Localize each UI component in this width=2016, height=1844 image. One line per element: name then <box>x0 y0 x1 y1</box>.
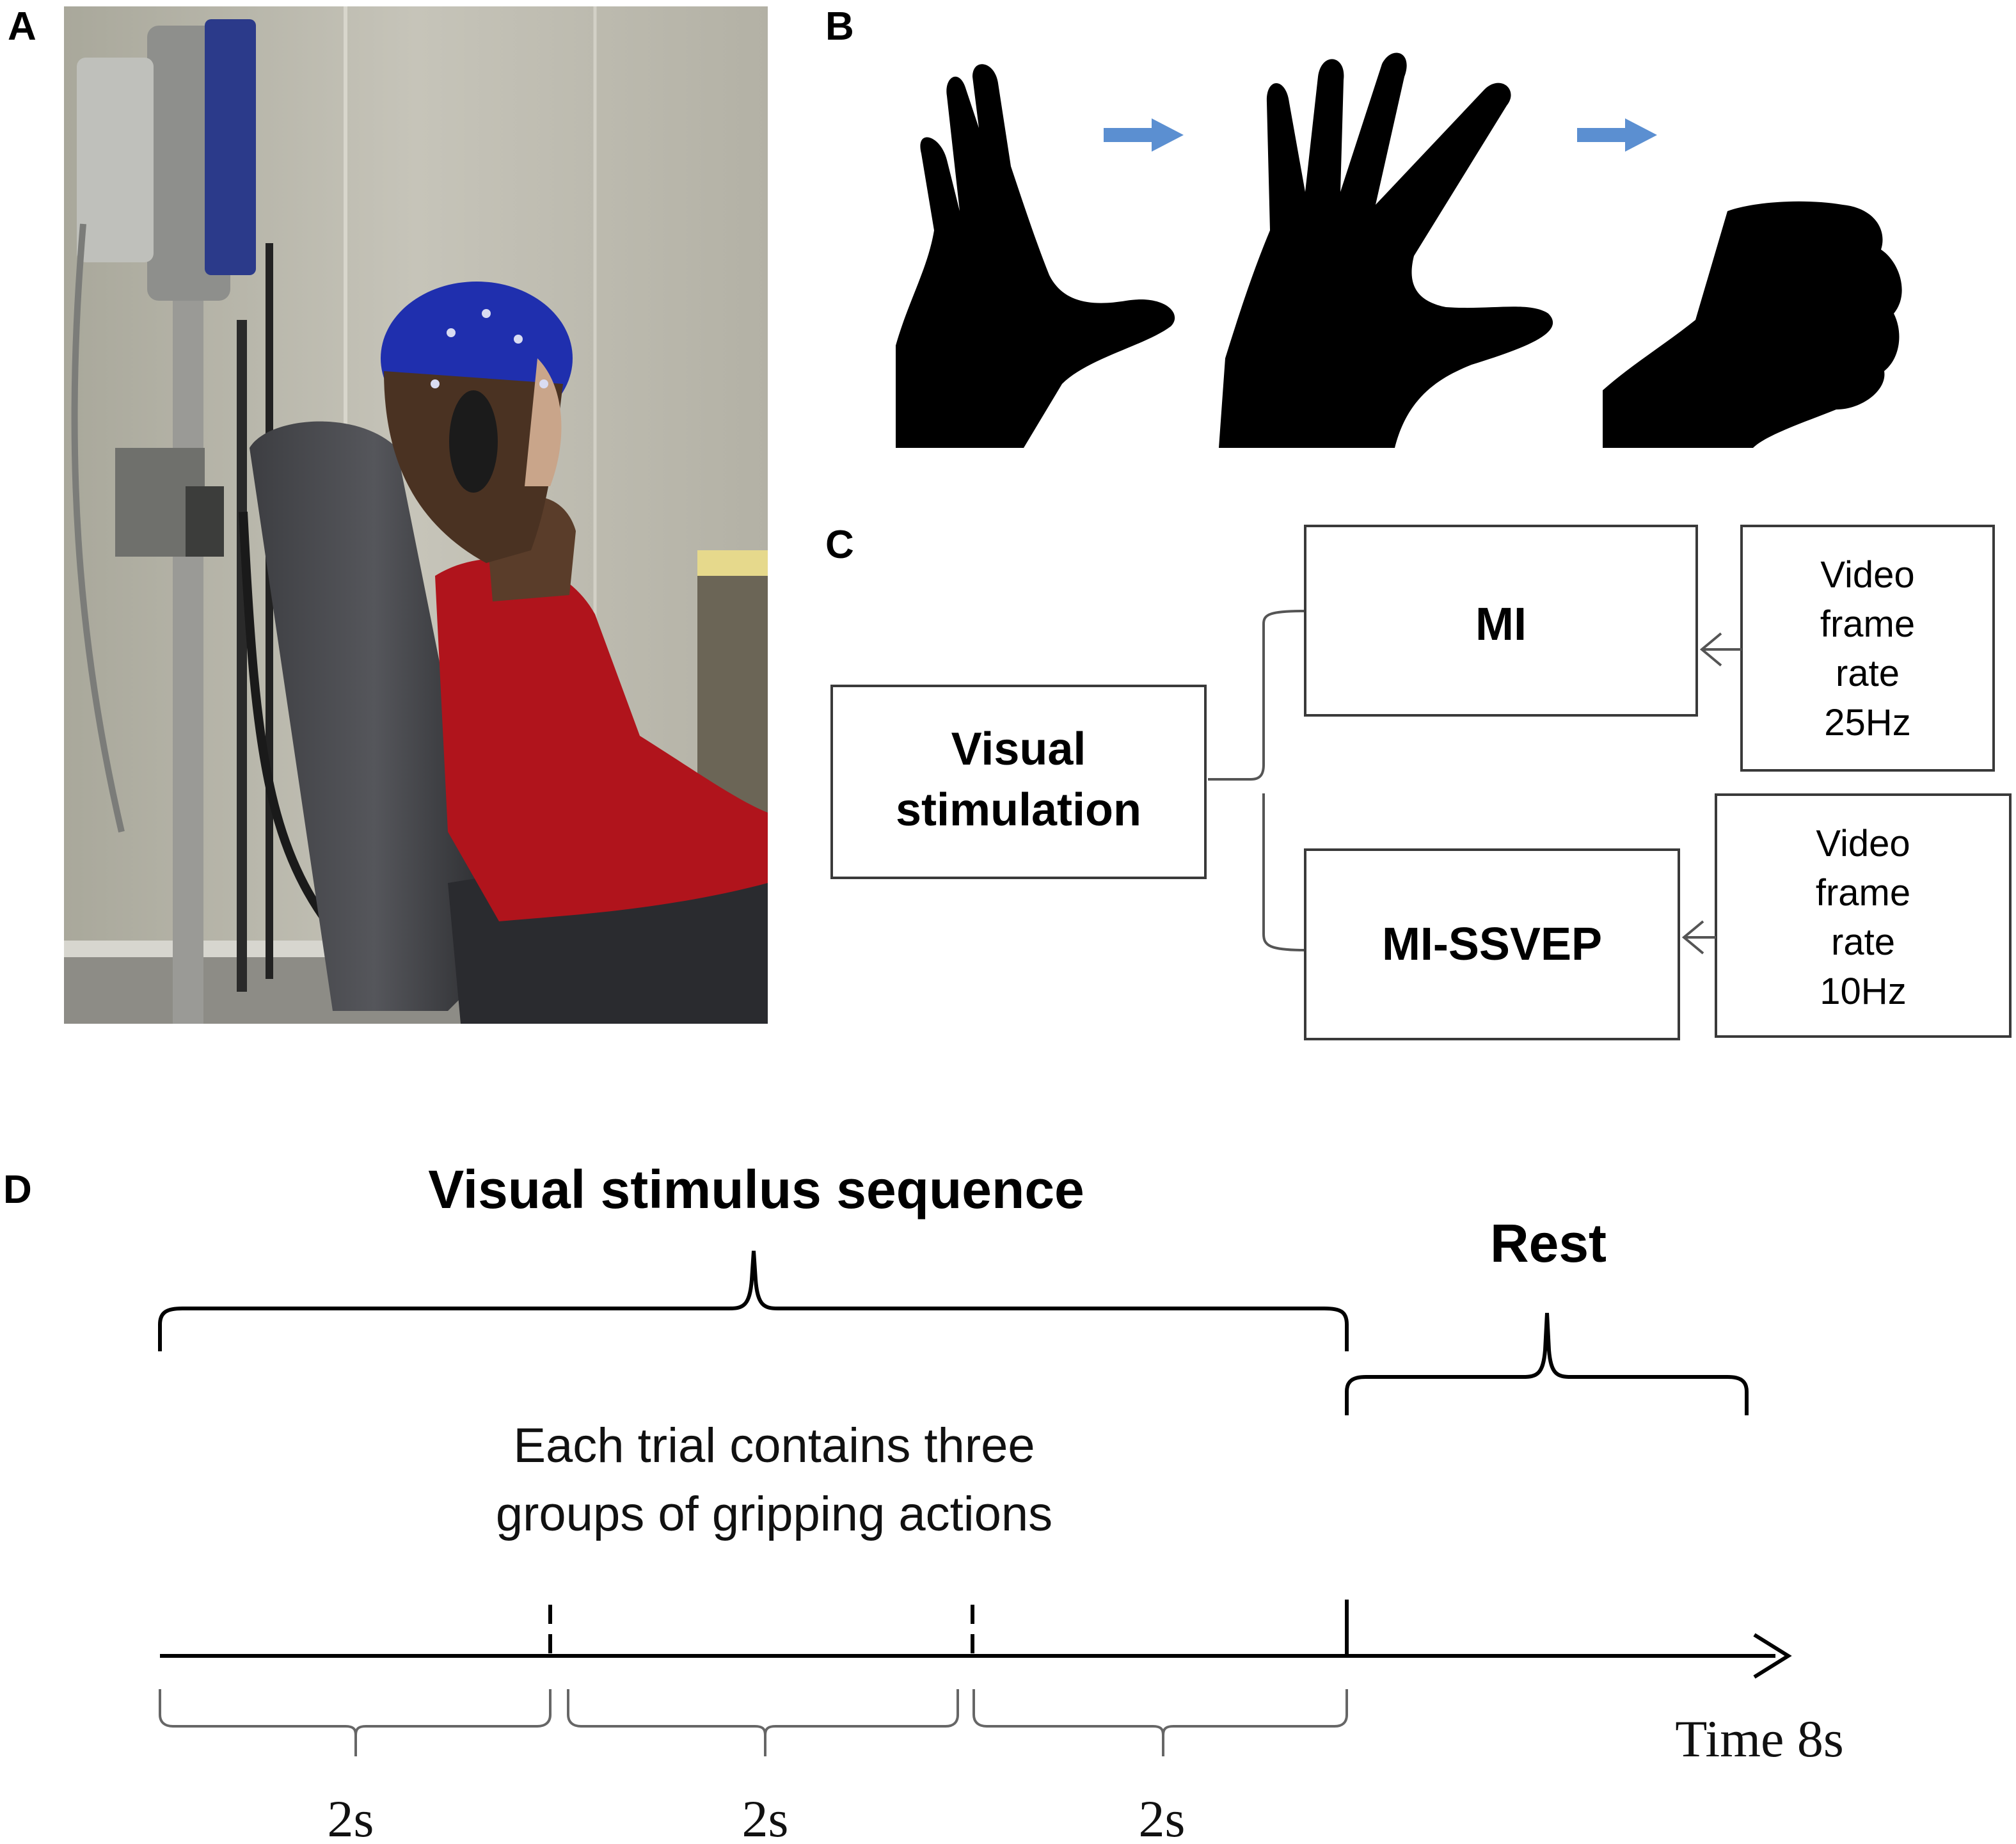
hand-sequence <box>896 52 1902 449</box>
trial-note-line-1: Each trial contains three <box>513 1419 1035 1473</box>
segment-brace-1 <box>159 1689 552 1756</box>
photo-participant <box>381 282 768 921</box>
segment-1-duration: 2s <box>328 1790 374 1844</box>
experiment-photo <box>64 6 768 1024</box>
panel-label-a: A <box>8 4 36 49</box>
photo-headphones <box>449 390 498 493</box>
mi-box <box>1304 525 1698 717</box>
arrow-left-icon <box>1681 920 1716 955</box>
visual-stimulation-box <box>830 685 1207 879</box>
trial-note-line-2: groups of gripping actions <box>496 1487 1052 1541</box>
visual-stimulation-line-1: Visual <box>951 724 1086 775</box>
mi-rate-line-1: Video <box>1820 554 1914 596</box>
hand-fist-icon <box>1603 201 1902 448</box>
flow-diagram: Visual stimulation MI Video frame rate 2… <box>830 525 2012 1040</box>
panel-label-c: C <box>825 523 854 567</box>
ssvep-rate-line-4: 10Hz <box>1820 971 1906 1012</box>
photo-eeg-stand <box>71 19 362 1024</box>
segment-2-duration: 2s <box>742 1790 789 1844</box>
ssvep-rate-line-2: frame <box>1816 872 1910 914</box>
segment-3-duration: 2s <box>1139 1790 1186 1844</box>
segment-brace-2 <box>567 1689 959 1756</box>
ssvep-rate-line-1: Video <box>1816 823 1910 864</box>
mi-ssvep-label: MI-SSVEP <box>1382 919 1602 970</box>
timeline: Visual stimulus sequence Rest Each trial… <box>158 1159 1844 1844</box>
visual-stimulation-line-2: stimulation <box>896 784 1141 836</box>
arrow-right-icon <box>1104 118 1184 152</box>
rest-title: Rest <box>1490 1213 1607 1273</box>
mi-rate-line-2: frame <box>1820 603 1915 645</box>
rest-brace <box>1345 1312 1749 1415</box>
panel-label-d: D <box>3 1168 32 1212</box>
mi-rate-line-4: 25Hz <box>1824 702 1910 743</box>
arrow-left-icon <box>1699 632 1742 667</box>
hand-open-closed-fingers-icon <box>896 64 1175 448</box>
ssvep-rate-line-3: rate <box>1831 921 1895 963</box>
flow-branch-bracket <box>1208 610 1306 951</box>
panel-label-b: B <box>825 4 854 49</box>
arrow-right-icon <box>1577 118 1657 152</box>
mi-frame-rate-box <box>1740 525 1995 772</box>
sequence-title: Visual stimulus sequence <box>428 1159 1084 1220</box>
mi-rate-line-3: rate <box>1836 653 1900 694</box>
time-axis-label: Time 8s <box>1675 1710 1844 1768</box>
sequence-brace <box>158 1250 1349 1351</box>
hand-spread-fingers-icon <box>1219 52 1553 449</box>
mi-ssvep-frame-rate-box <box>1715 793 2012 1038</box>
time-axis <box>160 1600 1792 1679</box>
mi-ssvep-box <box>1304 848 1680 1040</box>
mi-label: MI <box>1475 599 1527 650</box>
segment-brace-3 <box>972 1689 1348 1756</box>
